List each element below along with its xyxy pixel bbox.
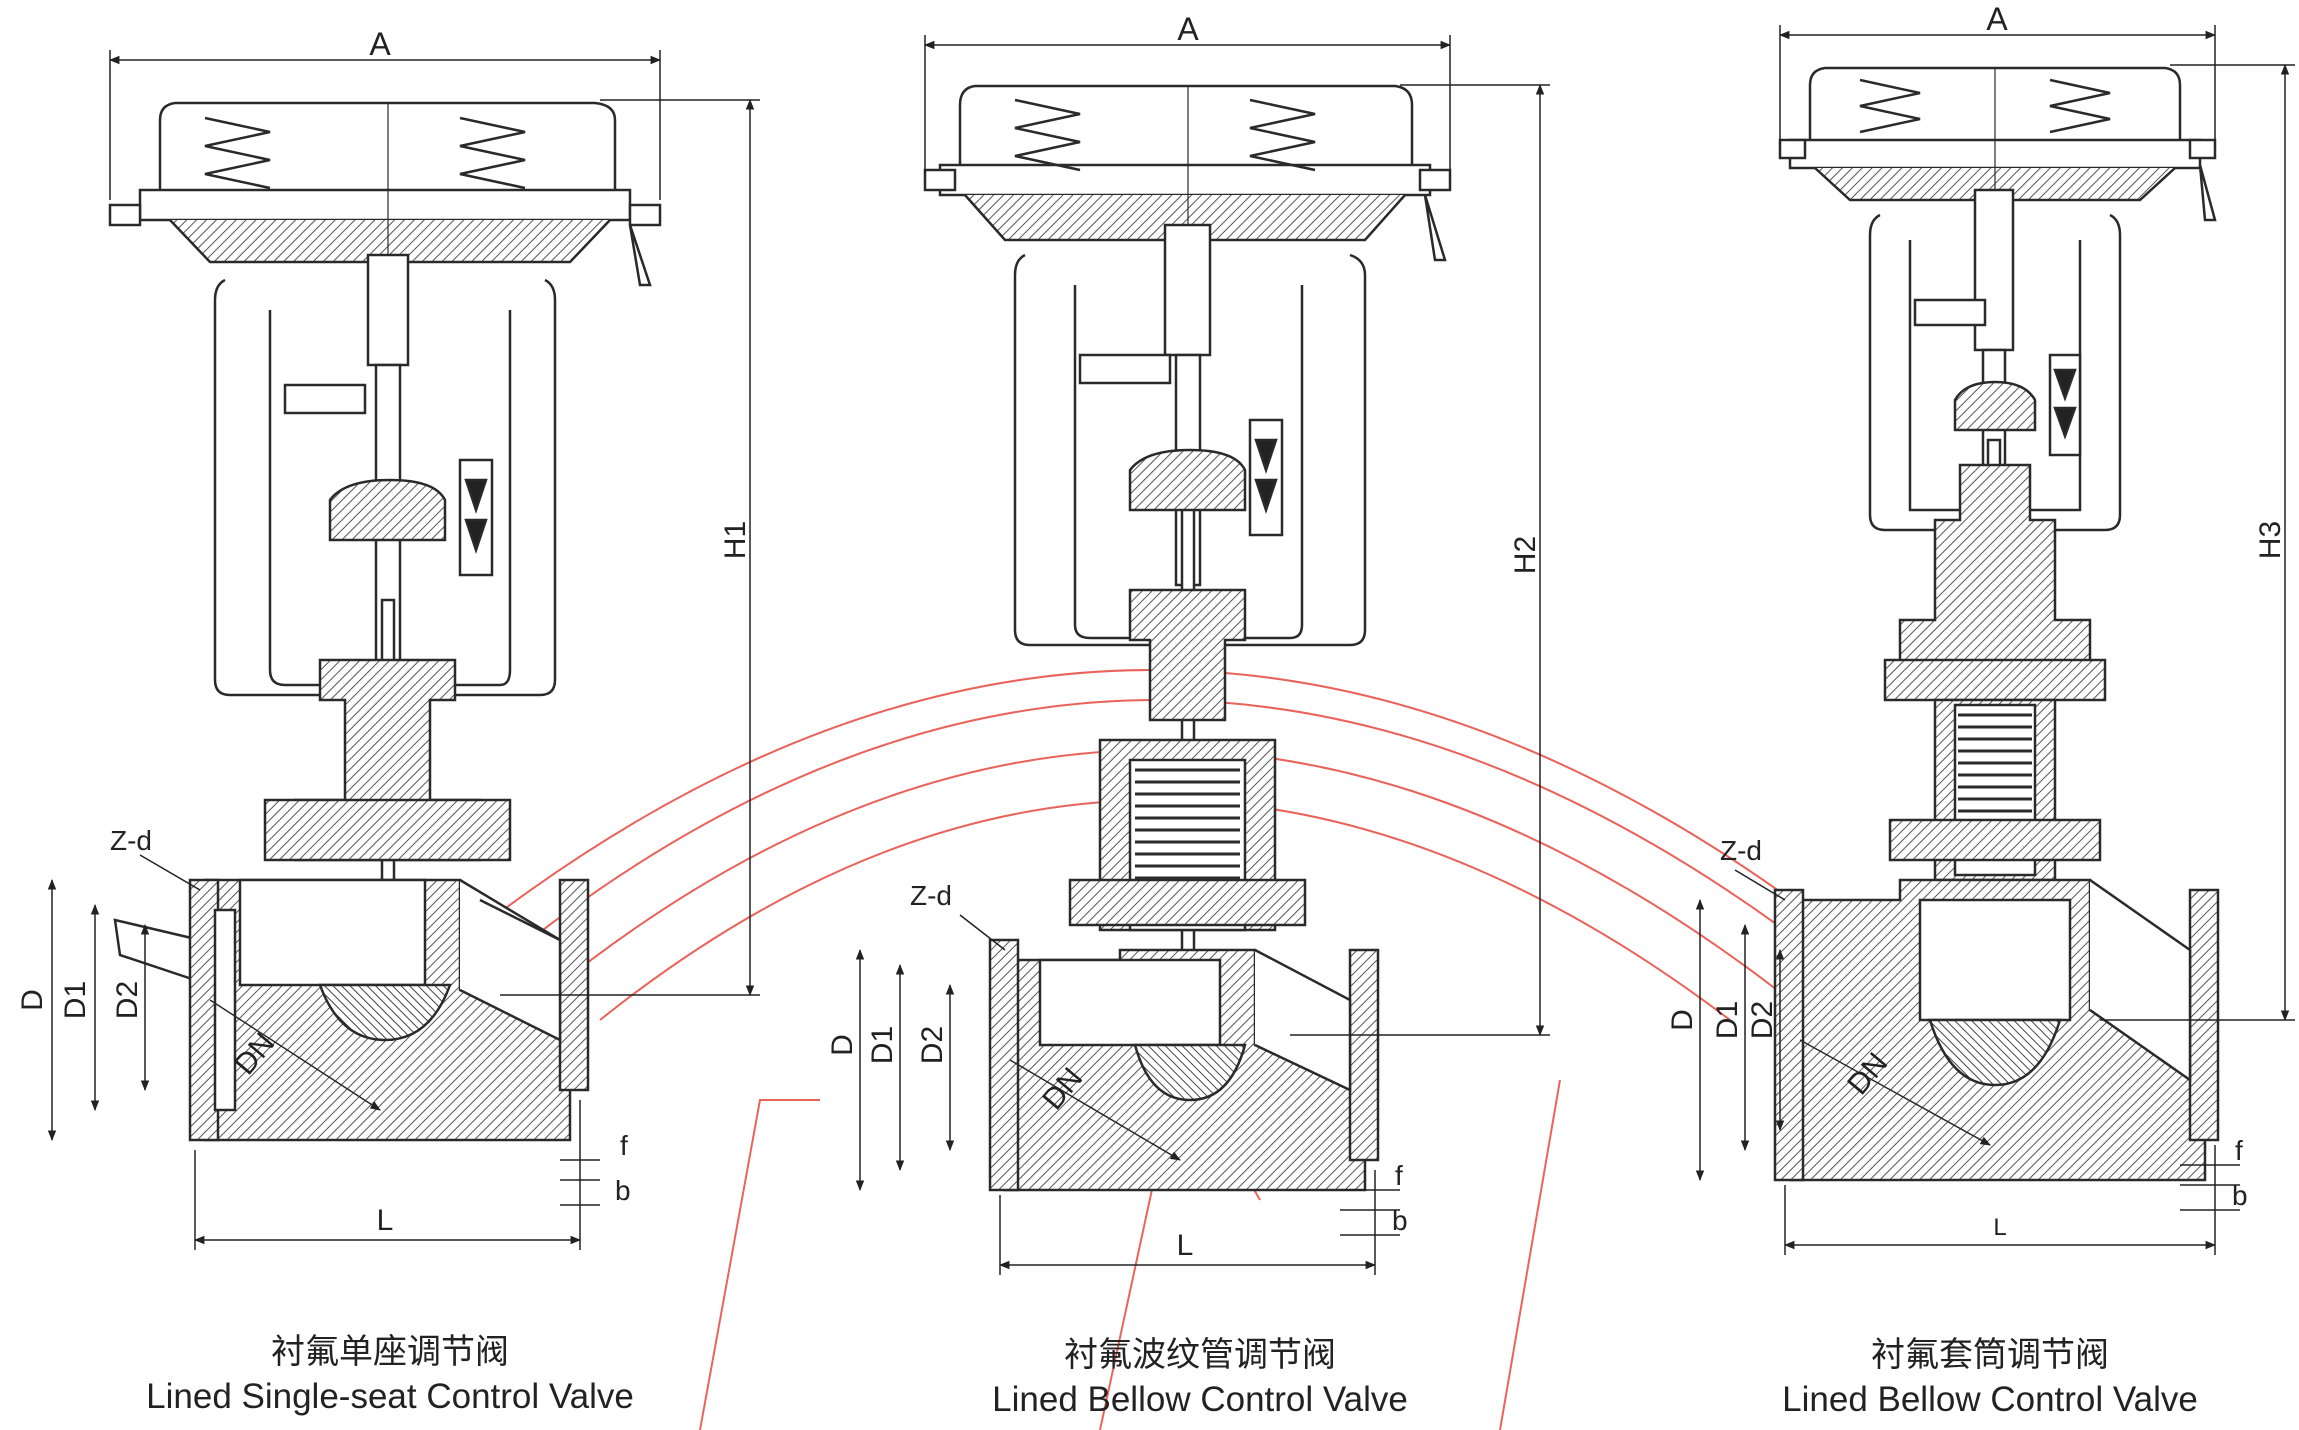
valve-1-dimensions bbox=[47, 50, 760, 1250]
valve-1-caption: 衬氟单座调节阀 Lined Single-seat Control Valve bbox=[100, 1330, 680, 1420]
v2-dim-D1: D1 bbox=[866, 1026, 899, 1064]
v3-dim-D: D bbox=[1666, 1009, 1699, 1031]
v1-dim-D: D bbox=[16, 989, 49, 1011]
v3-dim-A: A bbox=[1986, 1, 2008, 37]
v1-dim-L: L bbox=[377, 1204, 394, 1237]
valve-2-name-zh: 衬氟波纹管调节阀 bbox=[1064, 1335, 1336, 1375]
valve-3-drawing bbox=[1773, 66, 2220, 1182]
v1-dim-f: f bbox=[620, 1130, 628, 1161]
valve-3-name-en: Lined Bellow Control Valve bbox=[1782, 1380, 2198, 1419]
v3-dim-L: L bbox=[1993, 1214, 2006, 1241]
v2-dim-A: A bbox=[1177, 11, 1199, 47]
valve-1-name-en: Lined Single-seat Control Valve bbox=[146, 1377, 634, 1416]
v1-dim-Zd: Z-d bbox=[110, 825, 152, 856]
v3-dim-H: H3 bbox=[2254, 521, 2287, 559]
valve-2-caption: 衬氟波纹管调节阀 Lined Bellow Control Valve bbox=[900, 1333, 1500, 1423]
v2-dim-Zd: Z-d bbox=[910, 880, 952, 911]
valve-2-dimensions bbox=[855, 35, 1550, 1275]
valve-3-caption: 衬氟套筒调节阀 Lined Bellow Control Valve bbox=[1690, 1333, 2290, 1423]
valve-3-name-zh: 衬氟套筒调节阀 bbox=[1871, 1335, 2109, 1375]
valve-3-dimensions bbox=[1695, 25, 2295, 1255]
v2-dim-H: H2 bbox=[1509, 536, 1542, 574]
v3-dim-D2: D2 bbox=[1746, 1001, 1779, 1039]
v1-dim-b: b bbox=[615, 1175, 631, 1206]
v3-dim-b: b bbox=[2232, 1180, 2248, 1211]
v2-dim-f: f bbox=[1395, 1160, 1403, 1191]
v3-dim-D1: D1 bbox=[1711, 1001, 1744, 1039]
v2-dim-D2: D2 bbox=[916, 1026, 949, 1064]
valve-1-name-zh: 衬氟单座调节阀 bbox=[271, 1332, 509, 1372]
v2-dim-b: b bbox=[1392, 1205, 1408, 1236]
v1-dim-D1: D1 bbox=[59, 981, 92, 1019]
v1-dim-D2: D2 bbox=[111, 981, 144, 1019]
v3-dim-Zd: Z-d bbox=[1720, 835, 1762, 866]
v1-dim-A: A bbox=[369, 26, 391, 62]
valve-2-name-en: Lined Bellow Control Valve bbox=[992, 1380, 1408, 1419]
v2-dim-D: D bbox=[826, 1034, 859, 1056]
valve-1-drawing bbox=[108, 101, 662, 1142]
valve-2-drawing bbox=[923, 84, 1452, 1192]
v1-dim-H: H1 bbox=[719, 521, 752, 559]
v3-dim-f: f bbox=[2235, 1135, 2243, 1166]
v2-dim-L: L bbox=[1177, 1229, 1194, 1262]
